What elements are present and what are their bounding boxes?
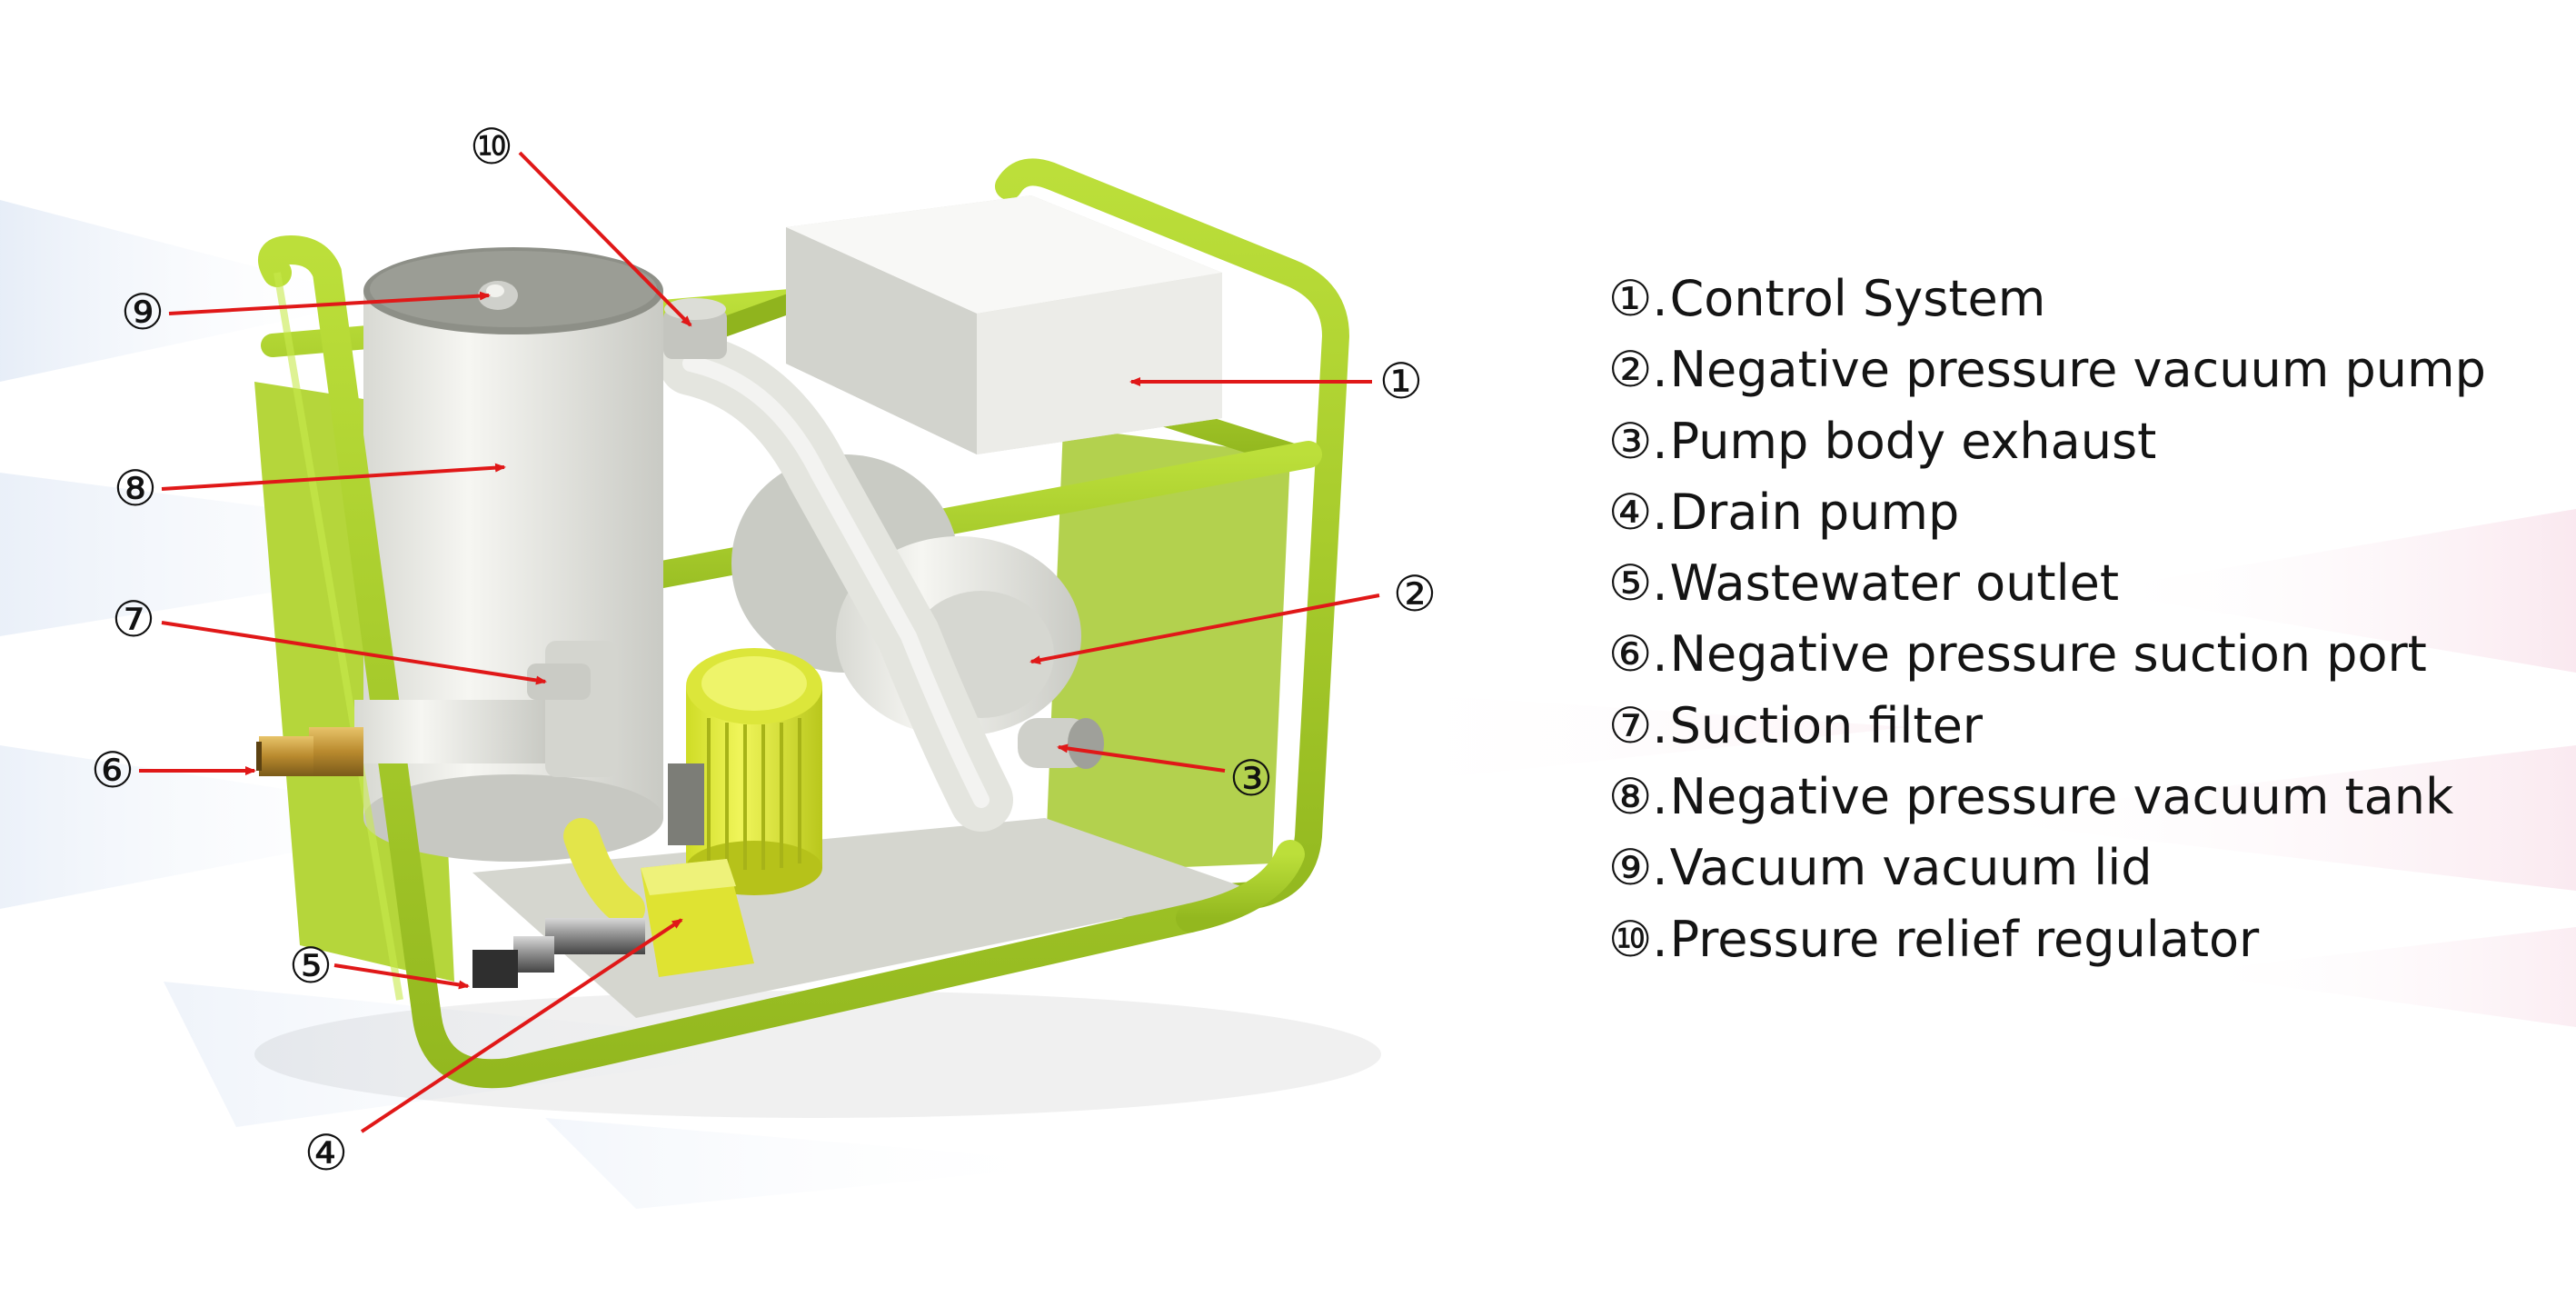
legend-number: ⑨ (1608, 839, 1652, 896)
callout-2: ② (1393, 565, 1437, 623)
legend-number: ⑧ (1608, 768, 1652, 825)
callout-3: ③ (1229, 750, 1273, 807)
legend-label: Drain pump (1670, 484, 1960, 541)
legend-number: ③ (1608, 413, 1652, 470)
legend-number: ⑥ (1608, 625, 1652, 683)
legend-label: Negative pressure vacuum pump (1670, 341, 2486, 398)
legend-number: ⑦ (1608, 697, 1652, 754)
callout-5: ⑤ (289, 937, 333, 994)
callout-7: ⑦ (112, 591, 155, 648)
legend-item: ④.Drain pump (1608, 477, 2553, 548)
drain-pump-motor (668, 648, 822, 895)
vacuum-unit-illustration (254, 172, 1381, 1118)
legend-item: ⑧.Negative pressure vacuum tank (1608, 762, 2553, 833)
legend-label: Negative pressure vacuum tank (1670, 768, 2454, 825)
callout-6: ⑥ (91, 742, 134, 799)
legend-number: ② (1608, 341, 1652, 398)
legend-number: ④ (1608, 484, 1652, 541)
legend-number: ① (1608, 270, 1652, 327)
legend-label: Negative pressure suction port (1670, 625, 2427, 683)
callout-1: ① (1379, 353, 1423, 410)
legend-label: Pressure relief regulator (1670, 911, 2260, 968)
control-box (786, 195, 1222, 454)
legend-label: Control System (1670, 270, 2046, 327)
legend-label: Suction filter (1670, 697, 1983, 754)
callout-4: ④ (304, 1124, 348, 1182)
legend-item: ②.Negative pressure vacuum pump (1608, 334, 2553, 405)
callout-9: ⑨ (121, 284, 164, 341)
legend-item: ⑤.Wastewater outlet (1608, 548, 2553, 619)
legend-item: ⑩.Pressure relief regulator (1608, 904, 2553, 975)
legend-label: Vacuum vacuum lid (1670, 839, 2153, 896)
callout-10: ⑩ (470, 118, 513, 175)
legend-number: ⑤ (1608, 554, 1652, 612)
legend-number: ⑩ (1608, 911, 1652, 968)
callout-8: ⑧ (114, 460, 157, 517)
vacuum-tank (363, 247, 663, 862)
legend-item: ①.Control System (1608, 264, 2553, 334)
legend-item: ③.Pump body exhaust (1608, 406, 2553, 477)
legend-label: Wastewater outlet (1670, 554, 2119, 612)
legend-item: ⑨.Vacuum vacuum lid (1608, 833, 2553, 903)
legend-label: Pump body exhaust (1670, 413, 2157, 470)
parts-legend: ①.Control System ②.Negative pressure vac… (1608, 264, 2553, 975)
legend-item: ⑦.Suction filter (1608, 691, 2553, 762)
legend-item: ⑥.Negative pressure suction port (1608, 619, 2553, 690)
